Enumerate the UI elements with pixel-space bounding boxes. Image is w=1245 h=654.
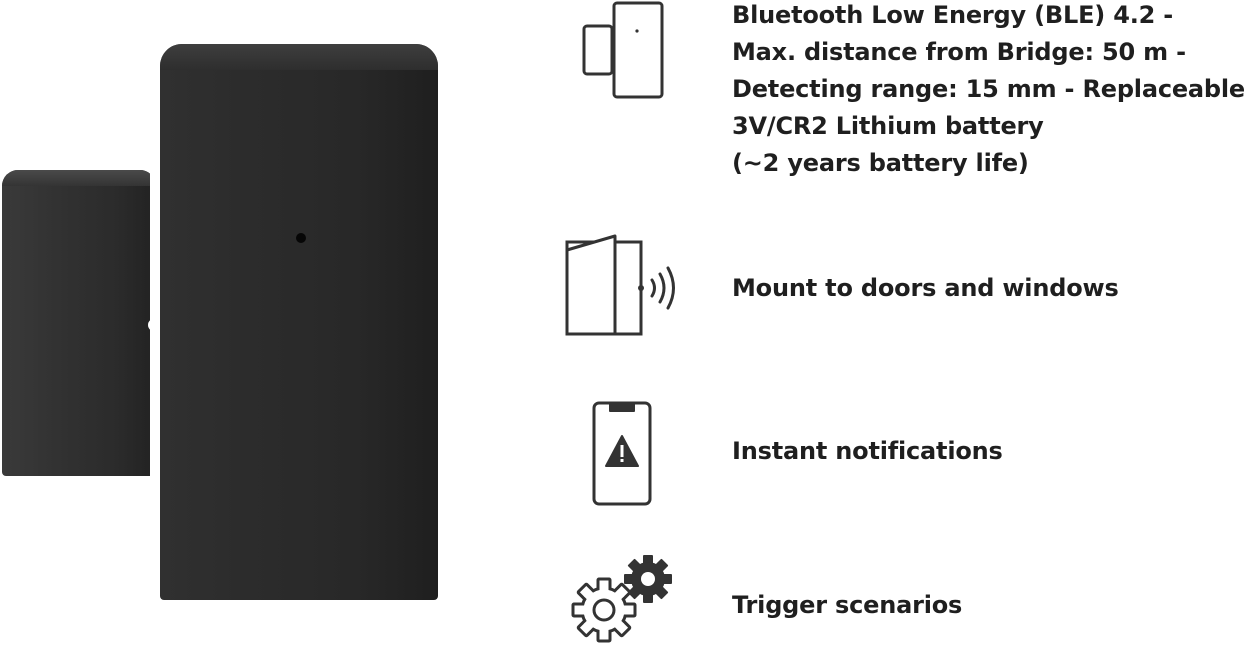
feature-specs-line-4: 3V/CR2 Lithium battery bbox=[732, 112, 1044, 140]
feature-item-mount: Mount to doors and windows bbox=[560, 230, 1200, 345]
feature-specs-line-1: Bluetooth Low Energy (BLE) 4.2 - bbox=[732, 1, 1174, 29]
feature-item-scenarios: Trigger scenarios bbox=[560, 550, 1200, 650]
feature-specs-line-3: Detecting range: 15 mm - Replaceable bbox=[732, 75, 1245, 103]
feature-notifications-label: Instant notifications bbox=[732, 437, 1003, 465]
feature-mount-label: Mount to doors and windows bbox=[732, 274, 1119, 302]
feature-item-notifications: Instant notifications bbox=[560, 400, 1200, 510]
feature-specs-line-2: Max. distance from Bridge: 50 m - bbox=[732, 38, 1186, 66]
feature-scenarios-label: Trigger scenarios bbox=[732, 591, 963, 619]
sensor-device-icon bbox=[560, 0, 684, 110]
gears-icon bbox=[560, 550, 684, 650]
sensor-unit-top bbox=[160, 44, 438, 70]
phone-warning-icon bbox=[560, 400, 684, 510]
feature-specs-line-5: (~2 years battery life) bbox=[732, 149, 1029, 177]
sensor-led bbox=[296, 233, 306, 243]
product-image bbox=[0, 0, 460, 653]
magnet-unit bbox=[2, 170, 156, 476]
feature-item-specs: Bluetooth Low Energy (BLE) 4.2 - Max. di… bbox=[560, 0, 1245, 190]
sensor-unit bbox=[160, 44, 438, 600]
magnet-unit-top bbox=[2, 170, 156, 186]
door-signal-icon bbox=[560, 230, 684, 345]
